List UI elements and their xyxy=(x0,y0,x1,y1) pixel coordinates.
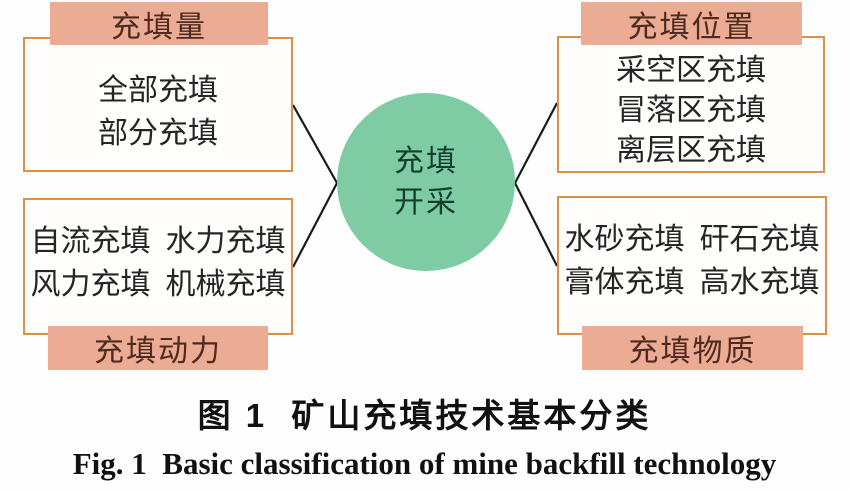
box-item: 全部充填 xyxy=(98,74,218,107)
category-label-amount: 充填量 xyxy=(50,2,268,45)
connector-top-right xyxy=(514,102,558,184)
category-label-position: 充填位置 xyxy=(581,2,802,45)
category-box-amount: 全部充填 部分充填 xyxy=(23,37,293,172)
box-item: 采空区充填 xyxy=(616,54,766,87)
category-label-material: 充填物质 xyxy=(582,326,803,370)
box-item: 部分充填 xyxy=(98,117,218,150)
box-item: 风力充填 机械充填 xyxy=(30,268,286,301)
category-box-material: 水砂充填 矸石充填 膏体充填 高水充填 xyxy=(557,196,827,335)
category-items-amount: 全部充填 部分充填 xyxy=(25,39,291,155)
connector-top-left xyxy=(292,104,338,184)
category-label-power: 充填动力 xyxy=(48,326,268,370)
category-box-power: 自流充填 水力充填 风力充填 机械充填 xyxy=(23,198,293,335)
category-items-power: 自流充填 水力充填 风力充填 机械充填 xyxy=(25,200,291,306)
box-item: 自流充填 水力充填 xyxy=(30,225,286,258)
center-node-backfill-mining: 充填 开采 xyxy=(337,93,515,271)
box-item: 水砂充填 矸石充填 xyxy=(564,223,820,256)
category-box-position: 采空区充填 冒落区充填 离层区充填 xyxy=(557,36,825,173)
connector-bottom-left xyxy=(292,182,338,268)
category-items-position: 采空区充填 冒落区充填 离层区充填 xyxy=(559,38,823,171)
center-node-line1: 充填 xyxy=(394,145,458,178)
box-item: 膏体充填 高水充填 xyxy=(564,266,820,299)
box-item: 冒落区充填 xyxy=(616,94,766,127)
caption-english: Fig. 1 Basic classification of mine back… xyxy=(72,446,777,481)
category-items-material: 水砂充填 矸石充填 膏体充填 高水充填 xyxy=(559,198,825,304)
center-node-line2: 开采 xyxy=(394,186,458,219)
box-item: 离层区充填 xyxy=(616,134,766,167)
connector-bottom-right xyxy=(514,182,558,267)
caption-chinese: 图 1 矿山充填技术基本分类 xyxy=(197,397,652,434)
